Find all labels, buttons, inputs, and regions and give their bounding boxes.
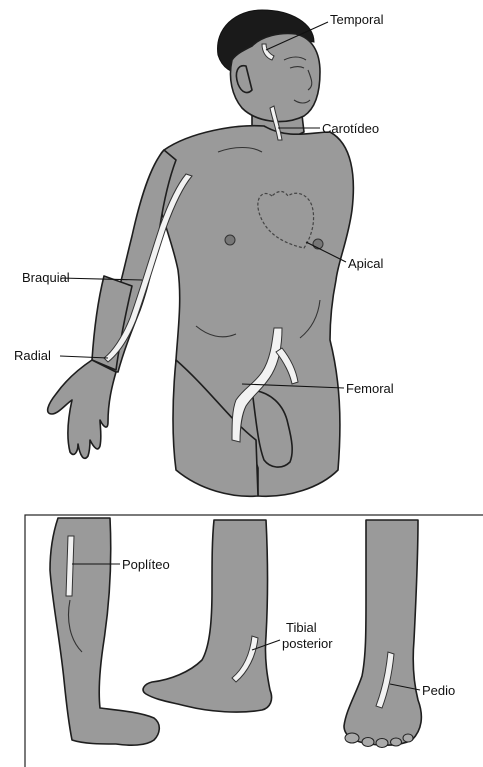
upper-body-figure — [48, 10, 354, 496]
label-popliteo: Poplíteo — [122, 557, 170, 572]
label-radial: Radial — [14, 348, 51, 363]
label-temporal: Temporal — [330, 12, 384, 27]
popliteal-artery — [66, 536, 74, 596]
toe-4 — [391, 738, 402, 746]
toe-3 — [376, 739, 388, 748]
right-hand — [48, 360, 116, 458]
label-carotideo: Carotídeo — [322, 121, 379, 136]
toe-2 — [362, 738, 374, 747]
label-tibial-posterior-2: posterior — [282, 636, 333, 651]
label-femoral: Femoral — [346, 381, 394, 396]
nipple-right — [225, 235, 235, 245]
toe-1 — [345, 733, 359, 743]
label-pedio: Pedio — [422, 683, 455, 698]
label-tibial-posterior-1: Tibial — [286, 620, 317, 635]
label-apical: Apical — [348, 256, 384, 271]
toe-5 — [403, 734, 413, 742]
label-braquial: Braquial — [22, 270, 70, 285]
lower-panel — [25, 515, 483, 767]
